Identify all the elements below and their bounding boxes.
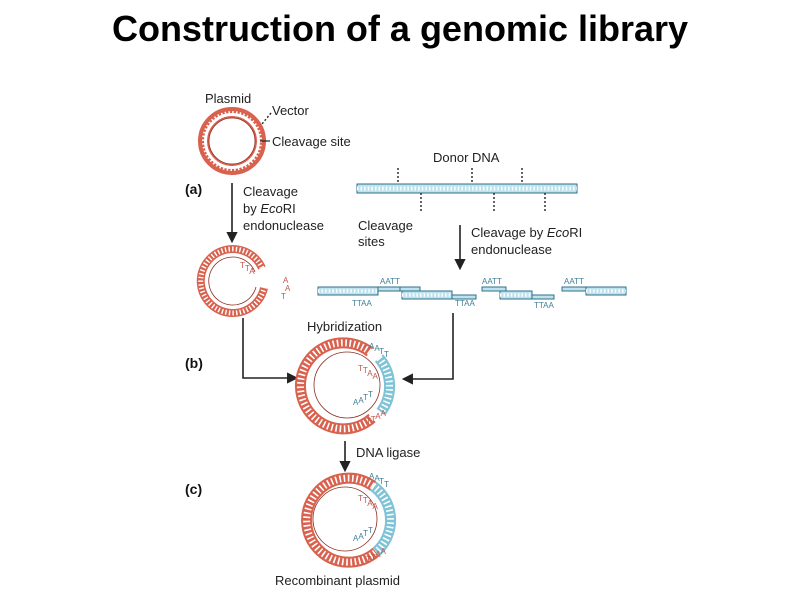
- fragment-ttaa-1: TTAA: [352, 299, 373, 308]
- recombinant-plasmid: [301, 472, 397, 568]
- hybrid-aatt-top: AATT: [369, 342, 389, 359]
- step-c-label: (c): [185, 481, 202, 497]
- open-plasmid-aatt-2: A: [285, 284, 291, 293]
- open-plasmid-ttaa: TTA: [240, 261, 255, 276]
- donor-cleavage-label-2: endonuclease: [471, 242, 552, 257]
- hybrid-ttaa-top: TTAA: [358, 364, 379, 381]
- fragment-aatt-2: AATT: [482, 277, 502, 286]
- fragment-aatt-3: AATT: [564, 277, 584, 286]
- fragment-2: [399, 286, 477, 300]
- open-plasmid-aatt: A: [283, 276, 289, 285]
- fragment-4: [561, 286, 627, 296]
- hybrid-ttaa-bottom: TTAA: [366, 409, 387, 426]
- cleavage-label-2: by EcoRI: [243, 201, 296, 216]
- dna-ligase-label: DNA ligase: [356, 445, 420, 460]
- donor-cleavage-markers: [397, 168, 546, 213]
- step-b-label: (b): [185, 355, 203, 371]
- open-plasmid-aatt-3: T: [281, 292, 286, 301]
- fragment-3: [481, 286, 555, 300]
- plasmid-circle: [198, 107, 266, 175]
- fragment-aatt-1: AATT: [380, 277, 400, 286]
- hybridize-arrow-right: [401, 313, 454, 385]
- page-title: Construction of a genomic library: [111, 8, 689, 49]
- hybridization-label: Hybridization: [307, 319, 382, 334]
- donor-dna-strand: [356, 183, 578, 194]
- recombinant-plasmid-label: Recombinant plasmid: [275, 573, 400, 588]
- vector-label: Vector: [272, 103, 310, 118]
- hybrid-plasmid: [294, 337, 396, 435]
- cleavage-label-3: endonuclease: [243, 218, 324, 233]
- recomb-ttaa-bottom: TTAA: [366, 547, 387, 564]
- open-plasmid: [196, 245, 268, 317]
- donor-dna-label: Donor DNA: [433, 150, 500, 165]
- fragment-ttaa-2: TTAA: [455, 299, 476, 308]
- fragment-ttaa-3: TTAA: [534, 301, 555, 310]
- cleavage-sites-label-1: Cleavage: [358, 218, 413, 233]
- step-a-label: (a): [185, 181, 202, 197]
- cleavage-sites-label-2: sites: [358, 234, 385, 249]
- donor-fragments: [317, 286, 627, 300]
- hybrid-aatt-bottom: AATT: [353, 390, 373, 407]
- recomb-aatt-bottom: AATT: [353, 526, 373, 543]
- hybridize-arrow-left: [242, 318, 299, 384]
- cleavage-site-label: Cleavage site: [272, 134, 351, 149]
- plasmid-label: Plasmid: [205, 91, 251, 106]
- fragment-1: [317, 286, 401, 296]
- donor-cleavage-label-1: Cleavage by EcoRI: [471, 225, 582, 240]
- vector-pointer: [261, 112, 272, 125]
- cleavage-label-1: Cleavage: [243, 184, 298, 199]
